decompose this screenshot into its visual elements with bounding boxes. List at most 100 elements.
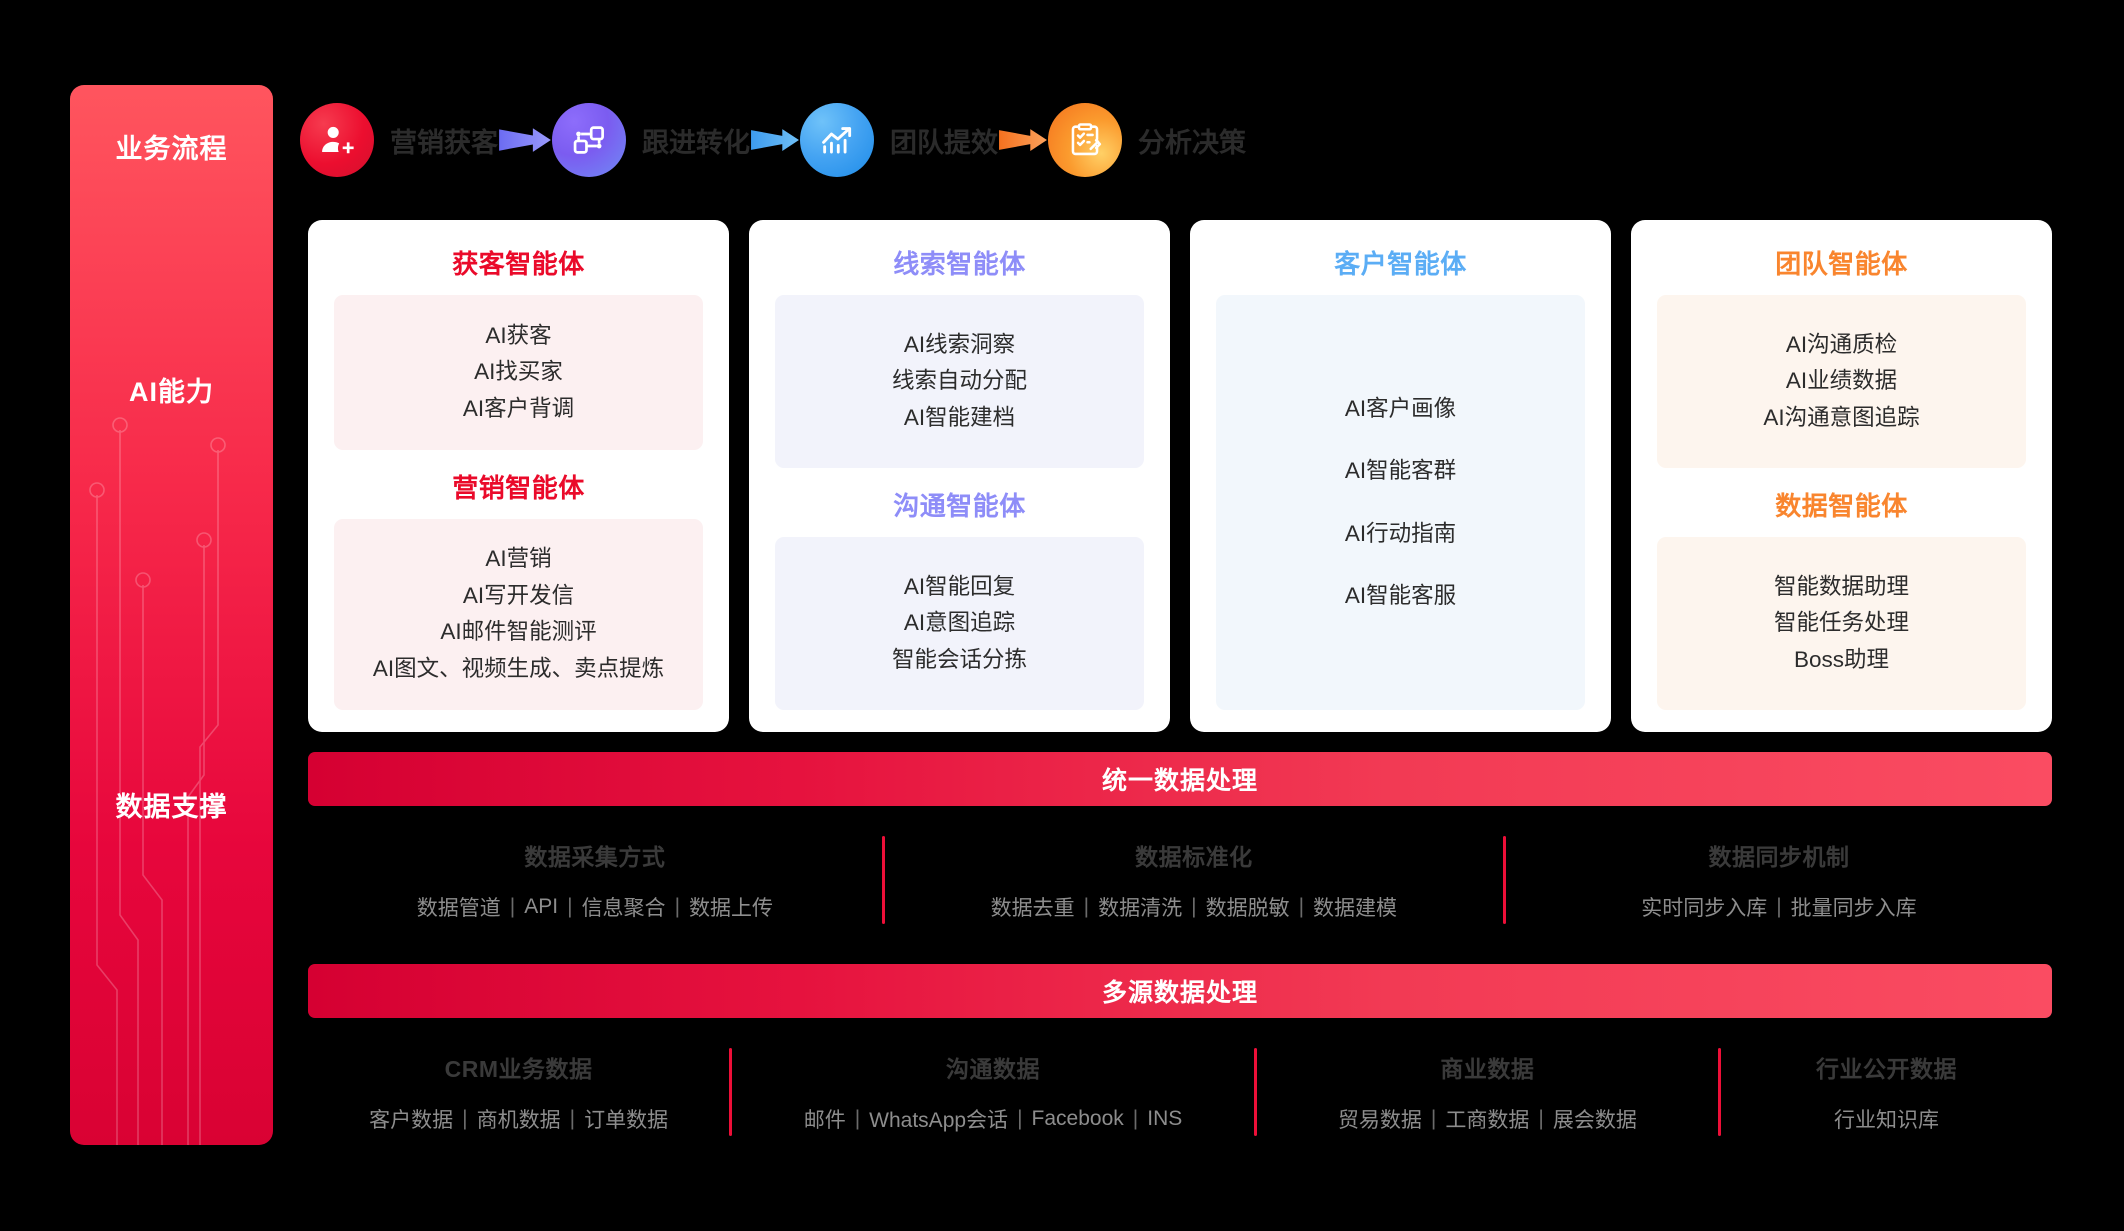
data-group-item[interactable]: INS xyxy=(1147,1107,1183,1130)
data-group-item[interactable]: 信息聚合 xyxy=(581,897,666,920)
data-group: 数据采集方式数据管道|API|信息聚合|数据上传 xyxy=(308,826,882,934)
banner-unified-data-processing: 统一数据处理 xyxy=(308,752,2052,806)
agent-feature-item[interactable]: AI智能回复 xyxy=(903,573,1016,599)
agent-card-feature-box: AI线索洞察线索自动分配 AI智能建档 xyxy=(775,295,1144,468)
item-separator: | xyxy=(1191,895,1197,918)
agent-feature-item[interactable]: 线索自动分配 xyxy=(891,368,1027,394)
agent-card[interactable]: 获客智能体 AI获客 AI找买家 AI客户背调营销智能体 AI营销 AI写开发信 AI邮件智… xyxy=(308,220,729,732)
data-group-item[interactable]: 批量同步入库 xyxy=(1790,897,1917,920)
agent-card-section-title: 获客智能体 xyxy=(452,249,585,279)
data-group-item[interactable]: Facebook xyxy=(1031,1107,1124,1130)
flow-step-label: 团队提效 xyxy=(890,127,998,158)
agent-feature-item[interactable]: AI获客 xyxy=(485,322,552,348)
agent-feature-item[interactable]: AI写开发信 xyxy=(462,582,575,608)
flow-step-marketing-acquisition[interactable]: 营销获客 xyxy=(300,103,498,177)
agent-feature-item[interactable]: AI客户画像 xyxy=(1344,395,1457,421)
data-group-item[interactable]: 数据清洗 xyxy=(1098,897,1183,920)
agent-feature-item[interactable]: 智能数据助理 xyxy=(1773,573,1909,599)
agent-card[interactable]: 团队智能体 AI沟通质检 AI业绩数据 AI沟通意图追踪数据智能体智能数据助理智能任务… xyxy=(1631,220,2052,732)
data-group: 沟通数据邮件 | WhatsApp会话 | Facebook | INS xyxy=(732,1038,1254,1146)
data-group-item[interactable]: 数据上传 xyxy=(689,897,774,920)
flow-arrow-2-icon xyxy=(750,113,800,167)
data-group-item[interactable]: 数据建模 xyxy=(1313,897,1398,920)
data-group-item[interactable]: 数据管道 xyxy=(416,897,501,920)
agent-feature-item[interactable]: AI营销 xyxy=(485,546,552,572)
item-separator: | xyxy=(1132,1107,1139,1130)
agent-card-section-title: 数据智能体 xyxy=(1775,491,1908,521)
data-group-title: 沟通数据 xyxy=(945,1056,1040,1082)
agent-feature-item[interactable]: AI邮件智能测评 xyxy=(440,619,597,645)
multisource-data-groups: CRM业务数据客户数据|商机数据|订单数据沟通数据邮件|WhatsApp会话|F… xyxy=(308,1038,2052,1146)
data-group: CRM业务数据客户数据|商机数据|订单数据 xyxy=(308,1038,729,1146)
group-divider xyxy=(1718,1048,1722,1136)
agent-feature-item[interactable]: AI沟通质检 xyxy=(1785,331,1898,357)
item-separator: | xyxy=(569,1107,576,1130)
agent-feature-item[interactable]: AI智能客群 xyxy=(1344,458,1457,483)
data-group-items: 客户数据|商机数据|订单数据 xyxy=(369,1104,668,1134)
item-separator: | xyxy=(1017,1107,1023,1130)
data-group-title: 商业数据 xyxy=(1440,1056,1535,1082)
item-separator: | xyxy=(567,895,573,918)
data-group-item[interactable]: 客户数据 xyxy=(369,1109,454,1132)
banner-multisource-data-processing: 多源数据处理 xyxy=(308,964,2052,1018)
agent-feature-item[interactable]: 智能会话分拣 xyxy=(891,646,1027,672)
data-group-item[interactable]: 订单数据 xyxy=(584,1109,669,1132)
data-group-title: 数据同步机制 xyxy=(1708,844,1850,870)
agent-feature-item[interactable]: Boss助理 xyxy=(1793,646,1890,672)
circuit-pattern-decoration xyxy=(89,417,226,1145)
agent-feature-item[interactable]: AI意图追踪 xyxy=(903,610,1016,636)
flow-arrow-1-icon xyxy=(498,113,552,167)
agent-feature-item[interactable]: 智能任务处理 xyxy=(1773,610,1909,636)
item-separator: | xyxy=(854,1107,861,1130)
item-separator: | xyxy=(674,895,681,918)
data-group-item[interactable]: 行业知识库 xyxy=(1834,1109,1940,1132)
agent-feature-item[interactable]: AI客户背调 xyxy=(462,395,575,421)
data-group-title: 行业公开数据 xyxy=(1816,1056,1958,1082)
bar-chart-trend-icon xyxy=(800,103,874,177)
data-group-item[interactable]: API xyxy=(524,895,559,918)
data-group-items: 实时同步入库|批量同步入库 xyxy=(1641,892,1916,922)
flow-arrow-3-icon xyxy=(998,113,1048,167)
data-group-items: 贸易数据|工商数据|展会数据 xyxy=(1338,1104,1637,1134)
data-group: 商业数据贸易数据|工商数据|展会数据 xyxy=(1257,1038,1718,1146)
data-group-item[interactable]: 工商数据 xyxy=(1445,1109,1530,1132)
data-group-item[interactable]: 邮件 xyxy=(803,1109,846,1132)
group-divider xyxy=(1502,836,1506,924)
data-group-item[interactable]: 商机数据 xyxy=(476,1109,561,1132)
flow-step-label: 营销获客 xyxy=(390,127,498,158)
data-group-item[interactable]: 数据去重 xyxy=(990,897,1075,920)
agent-feature-item[interactable]: AI智能建档 xyxy=(903,404,1016,430)
agent-feature-item[interactable]: AI业绩数据 xyxy=(1785,368,1898,394)
agent-feature-item[interactable]: AI沟通意图追踪 xyxy=(1763,404,1920,430)
flow-step-analysis-decision[interactable]: 分析决策 xyxy=(1048,103,1246,177)
agent-card-feature-box: AI营销 AI写开发信 AI邮件智能测评 AI图文、视频生成、卖点提炼 xyxy=(334,518,703,710)
flow-nodes-icon xyxy=(552,103,626,177)
flow-step-team-efficiency[interactable]: 团队提效 xyxy=(800,103,998,177)
data-group-items: 邮件 | WhatsApp会话 | Facebook | INS xyxy=(804,1104,1183,1134)
agent-feature-item[interactable]: AI智能客服 xyxy=(1344,583,1457,608)
data-group-title: 数据标准化 xyxy=(1135,844,1253,870)
business-process-flow: 营销获客 跟进转化 xyxy=(300,85,2060,195)
agent-feature-item[interactable]: AI找买家 xyxy=(474,359,563,385)
data-group: 行业公开数据行业知识库 xyxy=(1721,1038,2052,1146)
agent-card-feature-box: AI沟通质检 AI业绩数据 AI沟通意图追踪 xyxy=(1657,295,2026,468)
data-group-item[interactable]: 数据脱敏 xyxy=(1205,897,1290,920)
data-group-title: 数据采集方式 xyxy=(524,844,666,870)
flow-step-followup-conversion[interactable]: 跟进转化 xyxy=(552,103,750,177)
agent-card-section-title: 营销智能体 xyxy=(452,472,585,503)
agent-feature-item[interactable]: AI线索洞察 xyxy=(903,331,1016,357)
item-separator: | xyxy=(1298,895,1305,918)
data-group-item[interactable]: 展会数据 xyxy=(1552,1109,1637,1132)
agent-feature-item[interactable]: AI图文、视频生成、卖点提炼 xyxy=(372,655,665,681)
data-group-item[interactable]: 实时同步入库 xyxy=(1641,897,1768,920)
left-stage-sidebar: 业务流程 AI能力 数据支撑 xyxy=(70,85,273,1145)
agent-card-feature-box: AI智能回复 AI意图追踪智能会话分拣 xyxy=(775,537,1144,710)
agent-card-section-title: 团队智能体 xyxy=(1775,249,1908,279)
data-group-item[interactable]: 贸易数据 xyxy=(1337,1109,1422,1132)
agent-feature-item[interactable]: AI行动指南 xyxy=(1344,520,1457,546)
data-group-item[interactable]: WhatsApp会话 xyxy=(869,1109,1009,1132)
clipboard-report-icon xyxy=(1048,103,1122,177)
